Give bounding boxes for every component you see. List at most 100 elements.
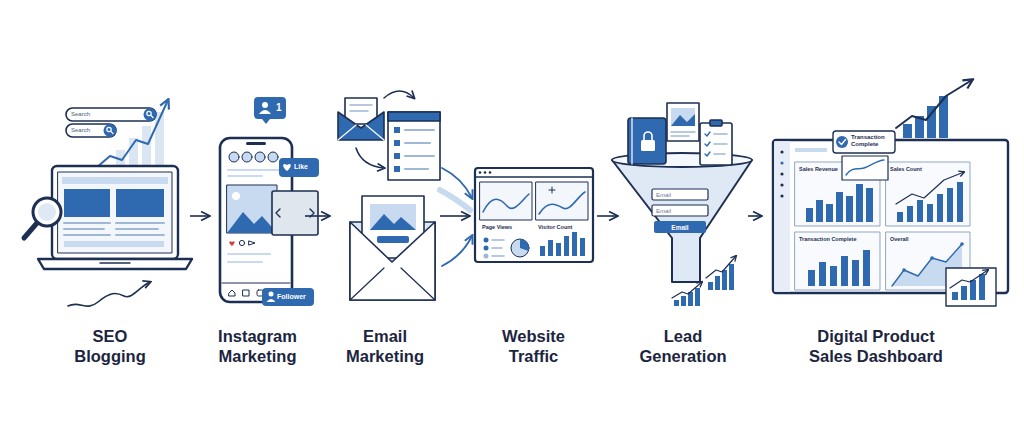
website-illustration-part bbox=[492, 240, 504, 256]
instagram-illustration-part bbox=[228, 170, 284, 176]
dashboard-illustration-part bbox=[830, 266, 837, 286]
funnel-illustration bbox=[612, 103, 752, 306]
dashboard-illustration-part bbox=[808, 270, 815, 286]
stage-label: Instagram Marketing bbox=[210, 326, 305, 366]
email-illustration-part bbox=[356, 148, 384, 168]
email-illustration-part bbox=[350, 222, 435, 300]
stage-label: Email Marketing bbox=[335, 326, 435, 366]
website-illustration-part bbox=[540, 246, 545, 256]
dashboard-illustration-part bbox=[836, 136, 848, 148]
dashboard-illustration-part bbox=[780, 150, 783, 153]
dashboard-illustration-part bbox=[833, 131, 895, 153]
seo-illustration-part bbox=[24, 223, 37, 238]
seo-illustration-part bbox=[58, 172, 172, 253]
instagram-illustration-part bbox=[243, 290, 249, 296]
instagram-illustration-part bbox=[227, 212, 277, 233]
dashboard-illustration-part bbox=[836, 192, 843, 222]
dashboard-illustration-part bbox=[819, 262, 826, 286]
website-illustration-part bbox=[520, 239, 529, 251]
funnel-illustration-part bbox=[671, 108, 695, 126]
funnel-illustration-part bbox=[715, 276, 720, 290]
website-illustration-part bbox=[484, 238, 489, 243]
instagram-illustration-part bbox=[229, 241, 234, 246]
instagram-illustration-part bbox=[279, 158, 319, 177]
flow-arrow bbox=[305, 215, 330, 217]
instagram-illustration-part bbox=[232, 192, 240, 200]
website-illustration-part bbox=[484, 171, 487, 174]
instagram-illustration-part bbox=[249, 241, 255, 245]
website-illustration-part bbox=[480, 182, 532, 220]
flow-arrow bbox=[190, 215, 210, 217]
ui-label: Sales Revenue bbox=[799, 166, 838, 172]
instagram-illustration-part bbox=[239, 240, 244, 245]
funnel-illustration-part bbox=[654, 221, 706, 233]
seo-illustration-part bbox=[62, 177, 168, 184]
funnel-illustration-part bbox=[708, 282, 713, 290]
funnel-illustration-part bbox=[672, 282, 702, 298]
ui-label: Search bbox=[71, 127, 90, 134]
dashboard-illustration-part bbox=[774, 141, 790, 292]
funnel-illustration-part bbox=[714, 134, 727, 154]
instagram-illustration-part bbox=[228, 254, 270, 262]
instagram-illustration-part bbox=[227, 185, 277, 233]
dashboard-illustration-part bbox=[947, 188, 953, 222]
dashboard-illustration-part bbox=[780, 172, 783, 175]
dashboard-illustration-part bbox=[950, 270, 988, 288]
ui-label: Like bbox=[294, 163, 308, 171]
stage-node: Lead Generation bbox=[618, 66, 748, 366]
stage-label: Lead Generation bbox=[633, 326, 733, 366]
dashboard-illustration-part bbox=[952, 292, 958, 300]
email-illustration-part bbox=[370, 214, 416, 230]
seo-illustration-part bbox=[38, 203, 56, 221]
dashboard-illustration-part bbox=[902, 268, 906, 272]
stage-label: Website Traffic bbox=[484, 326, 584, 366]
seo-illustration bbox=[24, 100, 192, 306]
dashboard-illustration-part bbox=[856, 184, 863, 222]
email-illustration-part bbox=[338, 112, 384, 140]
stage-node: Website Traffic bbox=[470, 66, 597, 366]
funnel-illustration-part bbox=[706, 256, 736, 278]
stage-node: Email Marketing bbox=[330, 66, 440, 366]
funnel-illustration-part bbox=[612, 160, 752, 282]
seo-illustration-part bbox=[144, 108, 157, 121]
funnel-illustration-part bbox=[641, 140, 655, 151]
email-illustration-part bbox=[394, 140, 400, 146]
dashboard-illustration-part bbox=[852, 260, 859, 286]
website-illustration-part bbox=[580, 238, 585, 256]
website-illustration-part bbox=[556, 243, 561, 256]
ui-label: Transaction Complete bbox=[799, 236, 856, 242]
funnel-illustration-part bbox=[671, 132, 695, 136]
website-illustration-part bbox=[484, 254, 489, 259]
flow-arrow bbox=[748, 215, 762, 217]
dashboard-illustration-part bbox=[780, 183, 783, 186]
dashboard-illustration-part bbox=[839, 140, 846, 145]
dashboard-illustration-part bbox=[937, 194, 943, 222]
flow-arrow bbox=[440, 215, 470, 217]
email-illustration-part bbox=[394, 153, 400, 159]
funnel-illustration-part bbox=[695, 288, 700, 306]
funnel-illustration-part bbox=[628, 118, 666, 164]
email-illustration-part bbox=[377, 236, 409, 243]
ui-label: Email bbox=[671, 224, 688, 231]
dashboard-illustration-part bbox=[780, 161, 783, 164]
email-illustration-part bbox=[350, 268, 435, 300]
dashboard-illustration-part bbox=[866, 188, 873, 222]
dashboard-illustration-part bbox=[846, 196, 853, 222]
seo-illustration-part bbox=[100, 262, 130, 263]
funnel-illustration-part bbox=[674, 300, 679, 306]
instagram-illustration-part bbox=[246, 142, 266, 145]
funnel-illustration-part bbox=[644, 132, 652, 140]
flow-arrow bbox=[597, 215, 618, 217]
ui-label: Sales Count bbox=[890, 166, 922, 172]
email-illustration-part bbox=[350, 105, 372, 111]
dashboard-illustration-part bbox=[979, 274, 985, 300]
instagram-illustration-part bbox=[262, 119, 270, 124]
website-illustration-part bbox=[536, 182, 588, 220]
funnel-illustration-part bbox=[652, 205, 708, 216]
dashboard-illustration-part bbox=[896, 172, 964, 204]
dashboard-illustration-part bbox=[927, 204, 933, 222]
dashboard-illustration-part bbox=[960, 242, 964, 246]
funnel-illustration-part bbox=[729, 264, 734, 290]
instagram-illustration-part bbox=[229, 152, 239, 162]
